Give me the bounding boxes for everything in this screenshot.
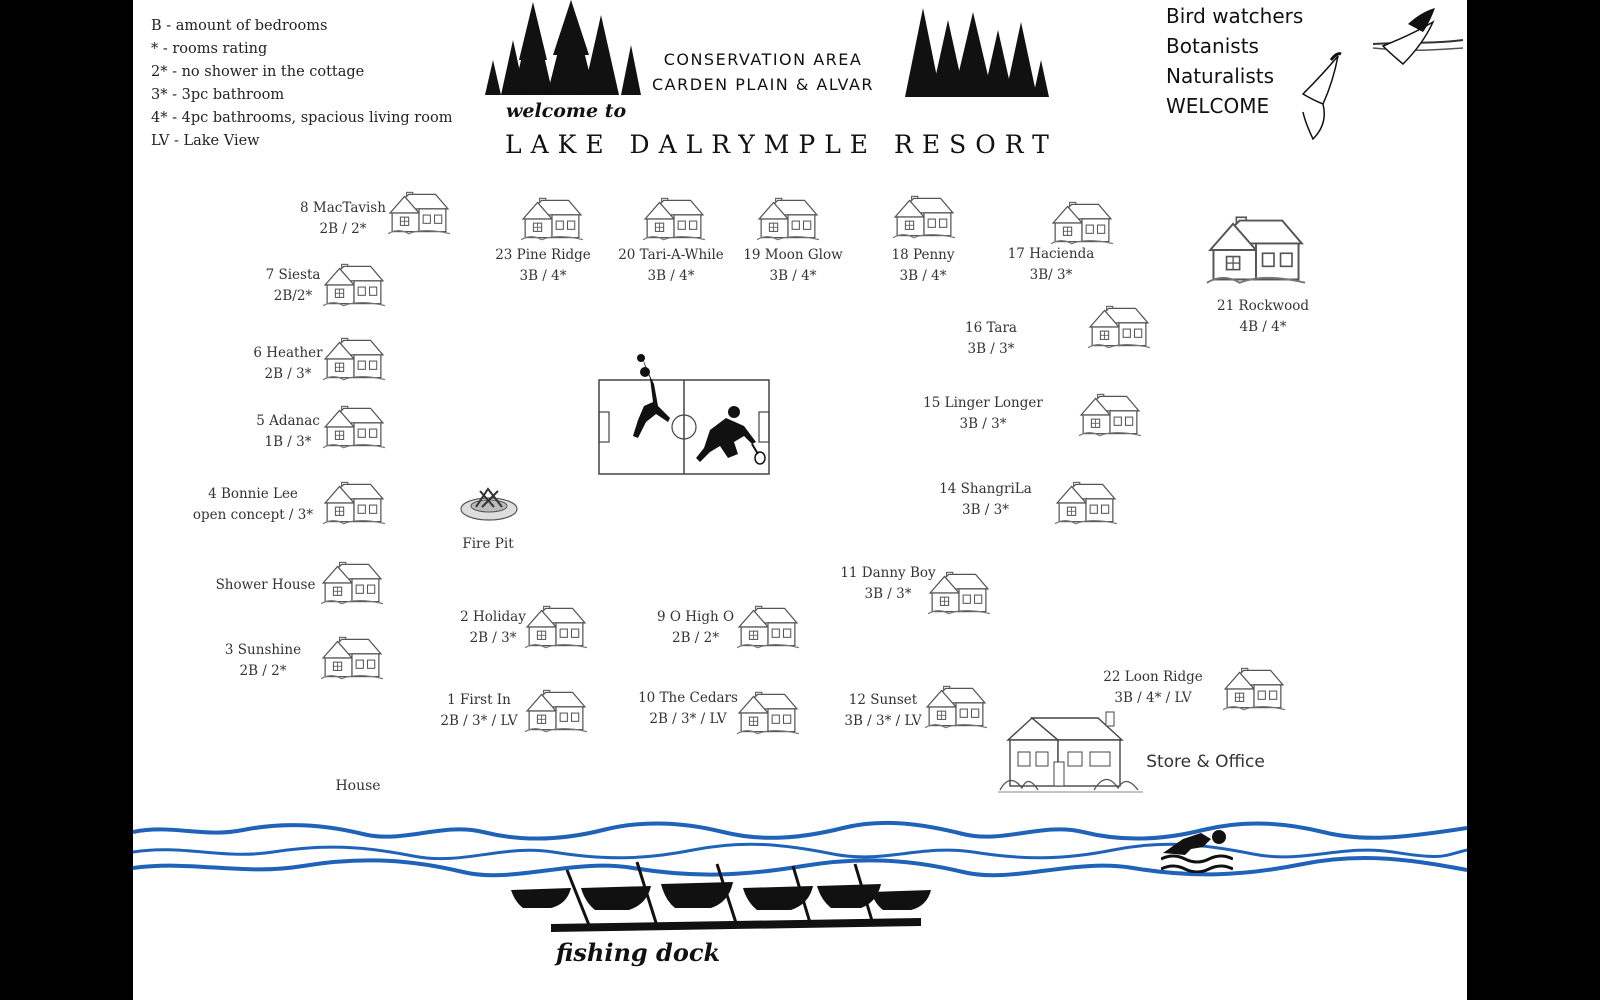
cottage-info: 1B / 3*: [264, 434, 312, 450]
cottage-name: 5 Adanac: [256, 413, 320, 429]
cottage-icon: [757, 196, 819, 242]
cottage-icon: [525, 688, 587, 734]
swimmer-icon: [1161, 830, 1233, 873]
cottage-name: 2 Holiday: [460, 609, 526, 625]
cottage-info: 4B / 4*: [1239, 319, 1287, 335]
cottage-info: 2B/2*: [273, 288, 313, 304]
cottage-icon: [1079, 392, 1141, 438]
cottage-icon: [893, 194, 955, 240]
cottage-info: 3B / 3*: [962, 502, 1009, 518]
fire-pit-label: Fire Pit: [462, 536, 514, 552]
cottage-name: 6 Heather: [253, 345, 323, 361]
cottage-icon: [1223, 666, 1285, 712]
cottage-name: 1 First In: [447, 692, 511, 708]
cottage-info: 2B / 3* / LV: [649, 711, 727, 727]
fire-pit-icon[interactable]: [458, 485, 520, 523]
lake-water: [133, 820, 1467, 878]
seagulls-icon: [1301, 8, 1463, 141]
cottage-name: 19 Moon Glow: [743, 247, 843, 263]
cottage-name: 22 Loon Ridge: [1103, 669, 1203, 685]
cottage-info: 2B / 2*: [672, 630, 719, 646]
cottage-info: 3B / 4*: [519, 268, 567, 284]
cottage-name: 17 Hacienda: [1007, 246, 1095, 262]
cottage-info: 2B / 2*: [239, 663, 287, 679]
greeting-line: Bird watchers: [1166, 4, 1304, 28]
cottage-name: 12 Sunset: [848, 692, 918, 708]
cottage-icon: [1205, 214, 1307, 286]
cottage-icon: [388, 190, 450, 236]
resort-map: B - amount of bedrooms * - rooms rating …: [133, 0, 1467, 1000]
store-label: Store & Office: [1146, 752, 1265, 772]
cottage-icon: [1055, 480, 1117, 526]
cottage-icon: [737, 690, 799, 736]
cottage-name: 23 Pine Ridge: [495, 247, 591, 263]
cottage-info: 3B / 4*: [899, 268, 947, 284]
legend-line: 2* - no shower in the cottage: [151, 64, 365, 80]
greeting-line: WELCOME: [1166, 94, 1270, 118]
cottage-info: 3B / 3*: [959, 416, 1007, 432]
greeting-line: Naturalists: [1166, 64, 1275, 88]
cottage-name: 4 Bonnie Lee: [208, 486, 298, 502]
cottage-info: 3B / 3*: [967, 341, 1015, 357]
cottage-info: 3B/ 3*: [1029, 267, 1073, 283]
cottage-name: 20 Tari-A-While: [618, 247, 724, 263]
cottage-info: 3B / 4*: [769, 268, 817, 284]
house-label: House: [335, 778, 381, 794]
cottage-icon: [737, 604, 799, 650]
cottage-icon: [1051, 200, 1113, 246]
cottage-info: 2B / 3* / LV: [440, 713, 518, 729]
cottage-info: 3B / 3* / LV: [844, 713, 922, 729]
cottage-info: 3B / 4* / LV: [1114, 690, 1192, 706]
cottage-name: 16 Tara: [965, 320, 1017, 336]
legend-line: B - amount of bedrooms: [151, 18, 328, 34]
sports-court-icon[interactable]: [598, 350, 773, 476]
cottage-name: 15 Linger Longer: [923, 395, 1043, 411]
cottage-info: 3B / 3*: [864, 586, 912, 602]
resort-title: LAKE DALRYMPLE RESORT: [505, 130, 1058, 159]
conservation-subtitle: CARDEN PLAIN & ALVAR: [651, 75, 874, 94]
cottage-info: 2B / 2*: [319, 221, 367, 237]
welcome-text: welcome to: [506, 100, 627, 122]
cottage-icon: [521, 196, 583, 242]
cottage-name: 3 Sunshine: [224, 642, 302, 658]
fishing-dock-label: fishing dock: [555, 938, 721, 967]
cottage-info: open concept / 3*: [192, 507, 314, 523]
cottage-name: Shower House: [215, 577, 316, 593]
fishing-dock-icon[interactable]: [511, 860, 941, 942]
cottage-icon: [321, 635, 383, 681]
store-building-icon[interactable]: [998, 710, 1143, 796]
cottage-name: 7 Siesta: [265, 267, 321, 283]
cottage-name: 9 O High O: [656, 609, 735, 625]
cottage-info: 2B / 3*: [469, 630, 517, 646]
cottage-icon: [323, 480, 385, 526]
cottage-name: 14 ShangriLa: [939, 481, 1032, 497]
greeting-line: Botanists: [1166, 34, 1259, 58]
cottage-icon: [321, 560, 383, 606]
legend-line: LV - Lake View: [151, 133, 260, 149]
legend-line: 3* - 3pc bathroom: [151, 87, 285, 103]
pine-trees-right-icon: [905, 8, 1049, 97]
cottage-name: 11 Danny Boy: [840, 565, 936, 581]
conservation-title: CONSERVATION AREA: [663, 50, 863, 69]
pine-trees-left-icon: [485, 0, 641, 95]
cottage-info: 2B / 3*: [264, 366, 312, 382]
cottage-name: 21 Rockwood: [1217, 298, 1309, 314]
legend-line: * - rooms rating: [151, 41, 268, 57]
legend-line: 4* - 4pc bathrooms, spacious living room: [151, 110, 453, 126]
cottage-info: 3B / 4*: [647, 268, 695, 284]
cottage-name: 18 Penny: [891, 247, 955, 263]
cottage-name: 8 MacTavish: [300, 200, 386, 216]
cottage-name: 10 The Cedars: [638, 690, 738, 706]
cottage-icon: [1088, 304, 1150, 350]
cottage-icon: [643, 196, 705, 242]
